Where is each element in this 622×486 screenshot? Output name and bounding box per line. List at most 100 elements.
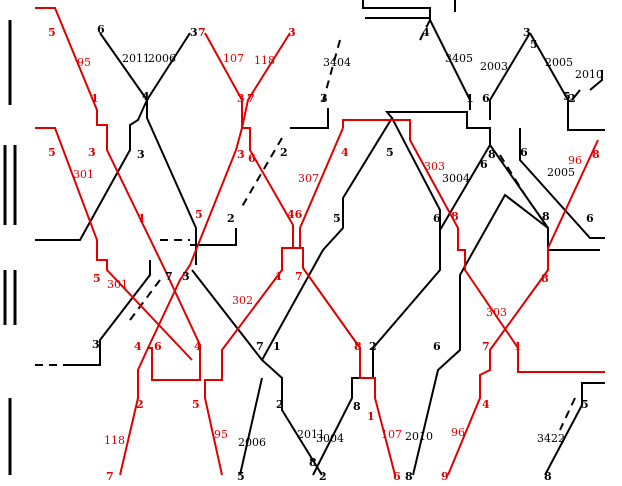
red-strand-g <box>447 139 599 476</box>
node-label: 4 <box>482 398 490 411</box>
black-strand-n <box>439 144 491 231</box>
node-label: 5 <box>195 208 203 221</box>
red-strand-a <box>35 7 201 381</box>
node-label: 8 <box>542 210 550 223</box>
node-label: 2 <box>280 146 288 159</box>
series-label: 2011 <box>122 52 150 65</box>
node-label: 4 <box>194 340 202 353</box>
node-label: 8 <box>592 148 600 161</box>
node-label: 3 <box>237 148 245 161</box>
series-label: 3405 <box>445 52 473 65</box>
node-label: 1 <box>275 270 283 283</box>
red-strand-f <box>204 127 344 476</box>
black-strand-s <box>544 382 605 476</box>
series-label: 2005 <box>547 166 575 179</box>
series-label: 301 <box>73 168 94 181</box>
series-label: 2011 <box>297 428 325 441</box>
node-label: 8 <box>488 148 496 161</box>
node-label: 3 <box>523 26 531 39</box>
series-label: 118 <box>254 54 275 67</box>
labels: 5 6 3 7 3 4 3 5 95 2011 2006 107 118 340… <box>48 23 603 483</box>
node-label: 1 <box>138 212 146 225</box>
node-label: 6 <box>97 23 105 36</box>
node-label: 6 <box>393 470 401 483</box>
node-label: 7 <box>482 340 490 353</box>
node-label: 1 <box>514 340 522 353</box>
black-strand-b <box>35 32 191 241</box>
series-label: 2003 <box>480 60 508 73</box>
node-label: 5 <box>48 26 56 39</box>
series-label: 2010 <box>405 430 433 443</box>
node-label: 7 <box>106 470 114 483</box>
node-label: 2 <box>568 92 576 105</box>
series-label: 2010 <box>575 68 603 81</box>
black-strand-l <box>519 128 605 239</box>
node-label: 3 <box>320 92 328 105</box>
series-label: 107 <box>381 428 402 441</box>
node-label: 8 <box>541 272 549 285</box>
node-label: 6 <box>480 158 488 171</box>
node-label: 5 <box>48 146 56 159</box>
black-strand-k <box>571 89 581 101</box>
series-label: 303 <box>486 306 507 319</box>
node-label: 1 <box>367 410 375 423</box>
black-strands <box>35 0 605 476</box>
node-label: 2 <box>227 212 235 225</box>
series-label: 95 <box>214 428 228 441</box>
node-label: 5 <box>333 212 341 225</box>
node-label: 5 <box>93 272 101 285</box>
node-label: 6 <box>586 212 594 225</box>
black-strand-h <box>489 32 531 120</box>
node-label: 5 <box>192 398 200 411</box>
series-label: 107 <box>223 52 244 65</box>
red-strand-c <box>204 32 396 476</box>
series-label: 307 <box>298 172 319 185</box>
node-label: 5 <box>237 470 245 483</box>
series-label: 2005 <box>545 56 573 69</box>
node-label: 4 <box>341 146 349 159</box>
node-label: 4 <box>422 26 430 39</box>
series-label: 3404 <box>323 56 351 69</box>
black-strand-m <box>290 108 329 129</box>
node-label: 8 <box>353 400 361 413</box>
series-label: 2006 <box>238 436 266 449</box>
black-strand-e <box>362 0 471 110</box>
series-label: 3004 <box>442 172 470 185</box>
series-label: 3004 <box>316 432 344 445</box>
black-strand-i <box>529 32 605 131</box>
node-label: 2 <box>369 340 377 353</box>
node-label: 6 <box>433 212 441 225</box>
node-label: 2 <box>136 398 144 411</box>
red-strand-e <box>342 119 605 373</box>
node-label: 7 <box>295 270 303 283</box>
node-label: 6 <box>248 152 256 165</box>
node-label: 6 <box>482 92 490 105</box>
node-label: 8 <box>451 210 459 223</box>
series-label: 96 <box>451 426 465 439</box>
node-label: 46 <box>287 208 303 221</box>
black-strand-g <box>312 117 441 476</box>
node-label: 6 <box>433 340 441 353</box>
node-label: 1 <box>91 92 99 105</box>
node-label: 5 <box>530 38 538 51</box>
node-label: 4 <box>142 90 150 103</box>
node-label: 3 <box>182 270 190 283</box>
red-strand-b <box>35 127 193 361</box>
node-label: 8 <box>309 456 317 469</box>
node-label: 2 <box>276 398 284 411</box>
node-label: 6 <box>154 340 162 353</box>
node-label: 3 <box>237 92 245 105</box>
node-label: 9 <box>441 470 449 483</box>
series-label: 303 <box>424 160 445 173</box>
node-label: 5 <box>386 146 394 159</box>
node-label: 3 <box>190 26 198 39</box>
black-dashed <box>35 19 576 431</box>
node-label: 3 <box>137 148 145 161</box>
series-label: 301 <box>107 278 128 291</box>
left-edge-marks <box>3 20 17 475</box>
series-label: 95 <box>77 56 91 69</box>
node-label: 1 <box>466 92 474 105</box>
series-label: 118 <box>104 434 125 447</box>
